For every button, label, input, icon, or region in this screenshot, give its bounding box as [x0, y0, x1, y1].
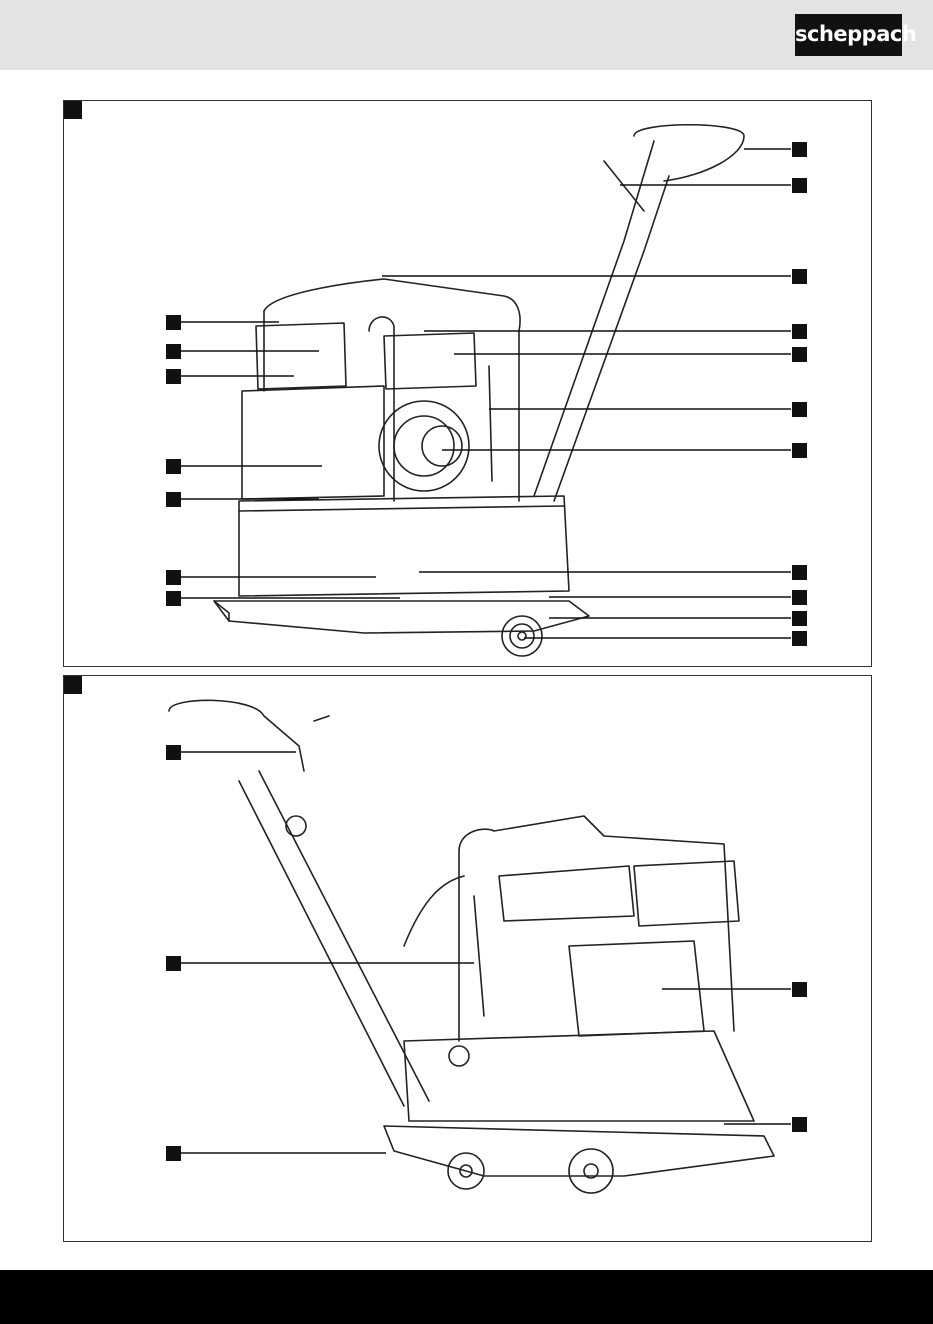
scheppach-logo: scheppach: [795, 14, 902, 56]
figure-1-panel: [63, 100, 872, 667]
page-footer: [0, 1270, 933, 1324]
figure-2-leader-lines: [64, 676, 871, 1241]
page-header: scheppach: [0, 0, 933, 70]
figure-1-leader-lines: [64, 101, 871, 666]
figure-2-panel: [63, 675, 872, 1242]
